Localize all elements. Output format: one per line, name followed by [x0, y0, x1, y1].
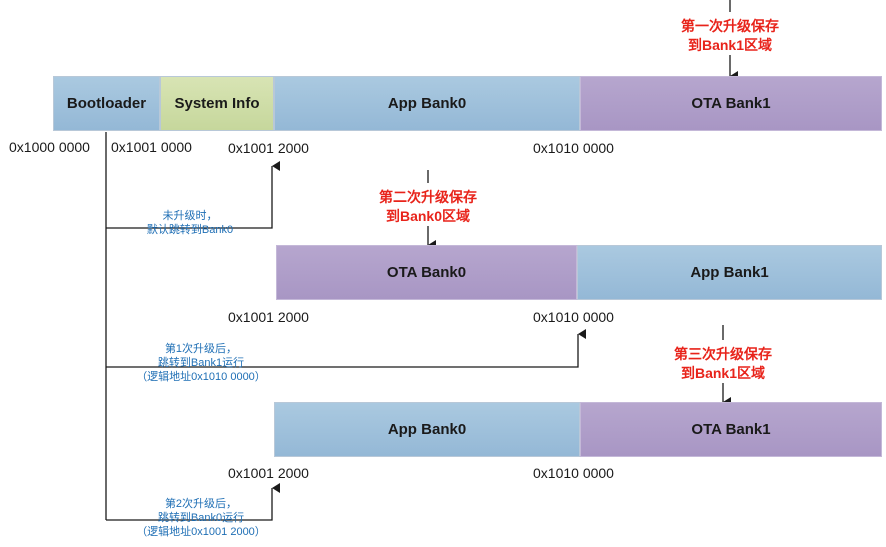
- address-label: 0x1010 0000: [533, 309, 614, 325]
- jump-note-line: （逻辑地址0x1001 2000）: [136, 526, 266, 538]
- address-label: 0x1001 2000: [228, 465, 309, 481]
- jump-arrow-after-second: [106, 483, 280, 521]
- jump-note-line: 第1次升级后，: [164, 343, 238, 355]
- jump-note-line: 第2次升级后，: [164, 498, 238, 510]
- jump-note-after-second: 第2次升级后， 跳转到Bank0运行 （逻辑地址0x1001 2000）: [128, 497, 274, 539]
- upgrade-note-line: 第二次升级保存: [379, 189, 477, 205]
- block-bootloader: Bootloader: [53, 76, 160, 131]
- upgrade-note-line: 到Bank1区域: [687, 37, 773, 53]
- jump-arrow-after-first: [106, 329, 586, 368]
- jump-note-line: 未升级时，: [162, 210, 218, 222]
- jump-note-line: 跳转到Bank1运行: [157, 357, 245, 369]
- upgrade-note-line: 到Bank0区域: [385, 208, 471, 224]
- block-ota-bank0: OTA Bank0: [276, 245, 577, 300]
- jump-arrow-default: [106, 161, 280, 229]
- upgrade-note-line: 第三次升级保存: [674, 346, 772, 362]
- upgrade-note-third: 第三次升级保存 到Bank1区域: [659, 345, 787, 383]
- block-app-bank0: App Bank0: [274, 76, 580, 131]
- upgrade-note-line: 到Bank1区域: [680, 365, 766, 381]
- jump-note-line: 跳转到Bank0运行: [157, 512, 245, 524]
- upgrade-note-first: 第一次升级保存 到Bank1区域: [666, 17, 794, 55]
- block-app-bank1: App Bank1: [577, 245, 882, 300]
- jump-note-line: 默认跳转到Bank0: [146, 224, 234, 236]
- block-ota-bank1: OTA Bank1: [580, 76, 882, 131]
- jump-note-after-first: 第1次升级后， 跳转到Bank1运行 （逻辑地址0x1010 0000）: [128, 342, 274, 384]
- block-app-bank0-row3: App Bank0: [274, 402, 580, 457]
- upgrade-note-line: 第一次升级保存: [681, 18, 779, 34]
- address-label: 0x1001 2000: [228, 140, 309, 156]
- jump-note-default: 未升级时， 默认跳转到Bank0: [130, 209, 250, 237]
- block-system-info: System Info: [160, 76, 274, 131]
- upgrade-note-second: 第二次升级保存 到Bank0区域: [364, 188, 492, 226]
- address-label: 0x1010 0000: [533, 465, 614, 481]
- address-label: 0x1000 0000: [9, 139, 90, 155]
- address-label: 0x1010 0000: [533, 140, 614, 156]
- address-label: 0x1001 0000: [111, 139, 192, 155]
- block-ota-bank1-row3: OTA Bank1: [580, 402, 882, 457]
- jump-note-line: （逻辑地址0x1010 0000）: [136, 371, 266, 383]
- address-label: 0x1001 2000: [228, 309, 309, 325]
